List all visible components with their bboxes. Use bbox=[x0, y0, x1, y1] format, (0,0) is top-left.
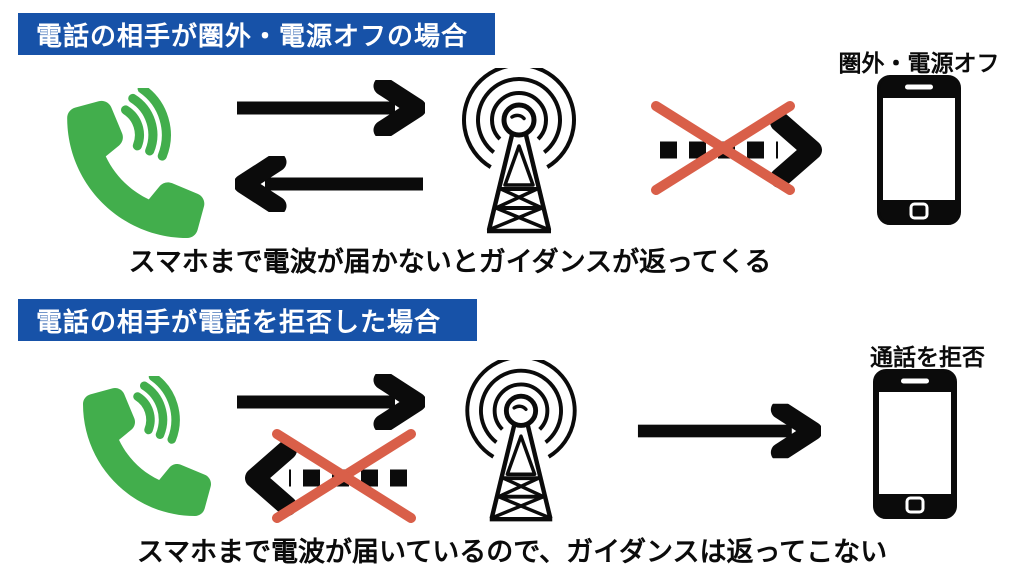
base-station-tower-icon bbox=[450, 68, 588, 238]
section2-caption: スマホまで電波が届いているので、ガイダンスは返ってこない bbox=[136, 537, 888, 568]
blocked-guidance-arrow-icon bbox=[240, 428, 455, 528]
outgoing-call-arrow-icon bbox=[235, 80, 425, 136]
section2-title-badge: 電話の相手が電話を拒否した場合 bbox=[18, 299, 477, 341]
base-station-tower-icon bbox=[452, 360, 590, 526]
section1-title: 電話の相手が圏外・電源オフの場合 bbox=[36, 21, 469, 52]
blocked-signal-arrow-icon bbox=[612, 100, 827, 200]
delivered-signal-arrow-icon bbox=[636, 403, 821, 459]
guidance-return-arrow-icon bbox=[235, 156, 425, 212]
device-status-label: 圏外・電源オフ bbox=[838, 51, 1000, 77]
caller-phone-icon bbox=[62, 88, 217, 238]
recipient-smartphone-icon bbox=[872, 368, 958, 520]
caller-phone-icon bbox=[78, 376, 223, 516]
section2-title: 電話の相手が電話を拒否した場合 bbox=[36, 307, 442, 338]
section1-title-badge: 電話の相手が圏外・電源オフの場合 bbox=[18, 13, 495, 55]
recipient-smartphone-icon bbox=[876, 74, 962, 226]
device-status-label: 通話を拒否 bbox=[870, 345, 985, 371]
section1-caption: スマホまで電波が届かないとガイダンスが返ってくる bbox=[128, 247, 772, 278]
outgoing-call-arrow-icon bbox=[235, 374, 425, 430]
